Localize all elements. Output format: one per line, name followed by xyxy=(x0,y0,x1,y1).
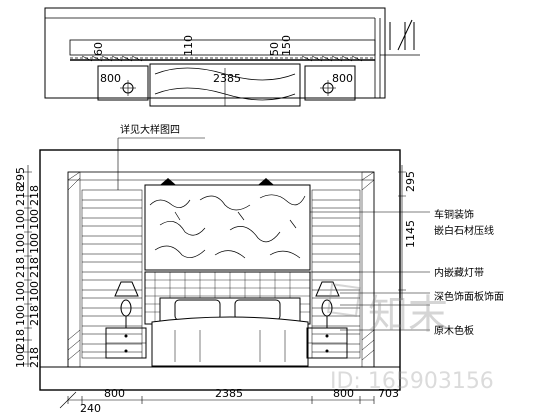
watermark-id-text: ID: 165903156 xyxy=(330,369,494,394)
plan-dim-150: 150 xyxy=(280,35,293,56)
nightstand-left-elevation xyxy=(105,281,147,359)
right-dim-295: 295 xyxy=(404,171,417,192)
right-dim-1145: 1145 xyxy=(404,220,417,248)
plan-dim-2385: 2385 xyxy=(213,72,241,85)
callout-text: 详见大样图四 xyxy=(120,123,180,136)
plan-nightstand-left xyxy=(97,65,149,101)
bed xyxy=(151,297,309,367)
left-dim-14: 218 xyxy=(14,329,27,350)
left-dim-8: 218 xyxy=(14,257,27,278)
plan-dim-110: 110 xyxy=(182,35,195,56)
left-dimension-labels: 295 218 218 100 100 100 100 218 218 100 … xyxy=(14,167,41,368)
right-dimension-chain xyxy=(398,165,406,300)
plan-nightstand-right xyxy=(304,65,356,101)
annotation-1: 车铜装饰 xyxy=(434,208,474,221)
nightstand-right-elevation xyxy=(306,281,348,359)
right-wood-panel xyxy=(311,189,361,359)
detail-callout: 详见大样图四 xyxy=(117,123,205,190)
elevation-view: 295 218 218 100 100 100 100 218 218 100 … xyxy=(14,149,504,415)
bottom-dim-800-right: 800 xyxy=(333,387,354,400)
plan-window-symbol xyxy=(379,18,420,98)
plan-headboard xyxy=(149,63,301,107)
annotation-4: 深色饰面板饰面 xyxy=(434,290,504,303)
plan-dim-60: 60 xyxy=(92,42,105,56)
bottom-dimension-chain xyxy=(59,391,375,409)
left-dim-6: 100 xyxy=(14,233,27,254)
left-dim-7: 100 xyxy=(28,233,41,254)
bottom-dim-703: 703 xyxy=(378,387,399,400)
left-column-hatch xyxy=(67,171,81,368)
left-dim-4: 100 xyxy=(14,209,27,230)
bottom-dim-2385: 2385 xyxy=(215,387,243,400)
plan-dim-800-left: 800 xyxy=(100,72,121,85)
left-dim-15: 100 xyxy=(14,347,27,368)
plan-dim-50: 50 xyxy=(268,42,281,56)
plan-dim-800-right: 800 xyxy=(332,72,353,85)
bottom-dim-800-left: 800 xyxy=(104,387,125,400)
watermark: 知末 ID: 165903156 xyxy=(327,283,494,394)
annotation-5: 原木色板 xyxy=(434,324,474,337)
left-dim-1: 295 xyxy=(14,167,27,188)
annotation-3: 内嵌藏灯带 xyxy=(434,266,484,279)
left-dim-3: 218 xyxy=(28,185,41,206)
annotation-leaders xyxy=(310,211,430,331)
left-dim-16: 218 xyxy=(28,347,41,368)
left-dim-11: 100 xyxy=(28,281,41,302)
plan-view: 60 110 50 150 800 2385 800 xyxy=(44,7,420,107)
left-dim-12: 100 xyxy=(14,305,27,326)
left-dim-5: 100 xyxy=(28,209,41,230)
plan-wall-hatch xyxy=(81,55,363,62)
left-dim-10: 100 xyxy=(14,281,27,302)
annotation-2: 嵌白石材压线 xyxy=(434,224,494,237)
marble-feature-panel xyxy=(144,178,311,271)
left-dim-9: 218 xyxy=(28,257,41,278)
left-dim-13: 218 xyxy=(28,305,41,326)
bottom-dim-240: 240 xyxy=(80,402,101,415)
left-wood-panel xyxy=(81,189,143,359)
watermark-logo-text: 知末 xyxy=(368,292,448,338)
left-dimension-chain xyxy=(24,165,32,367)
left-dim-2: 218 xyxy=(14,185,27,206)
